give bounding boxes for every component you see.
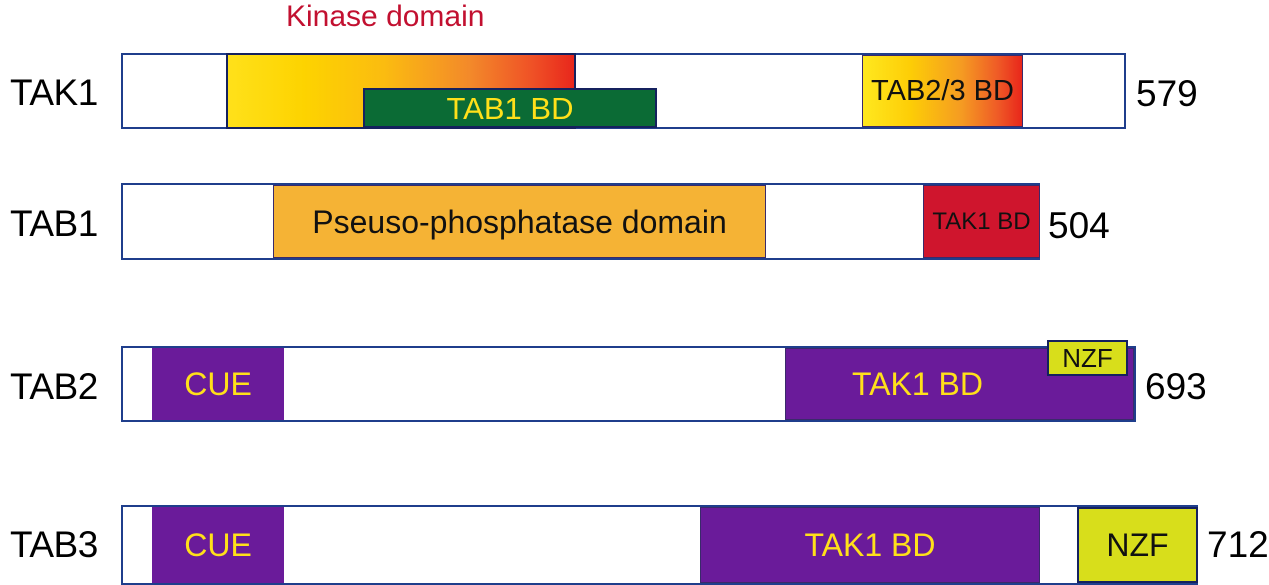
domain-tak1-tab23bd: TAB2/3 BD [862,55,1023,127]
domain-tab3-nzf: NZF [1077,507,1198,583]
protein-length-tab3: 712 [1207,524,1269,565]
domain-label-tab1-pseudophosphatase: Pseuso-phosphatase domain [312,203,727,240]
domain-label-tab3-nzf: NZF [1106,527,1169,563]
protein-length-tab1: 504 [1048,205,1110,246]
protein-length-tab2: 693 [1145,366,1207,407]
domain-tak1-tab1bd: TAB1 BD [363,88,657,128]
protein-label-tak1: TAK1 [10,72,98,113]
domain-tab2-nzf: NZF [1047,340,1128,376]
domain-label-tab2-cue: CUE [184,366,252,402]
domain-label-tab1-tak1bd: TAK1 BD [932,207,1031,235]
domain-label-tab2-tak1bd: TAK1 BD [852,366,983,402]
domain-label-tak1-tab1bd: TAB1 BD [446,90,574,126]
domain-label-tak1-tab23bd: TAB2/3 BD [871,74,1014,107]
domain-tab2-cue: CUE [152,348,284,420]
domain-tab1-pseudophosphatase: Pseuso-phosphatase domain [273,185,766,258]
domain-tab3-cue: CUE [152,507,284,583]
domain-tab3-tak1bd: TAK1 BD [700,507,1040,583]
domain-label-tab3-tak1bd: TAK1 BD [804,527,936,563]
protein-label-tab3: TAB3 [10,524,98,565]
protein-length-tak1: 579 [1136,73,1198,114]
domain-tab1-tak1bd: TAK1 BD [923,185,1040,258]
domain-label-tab2-nzf: NZF [1062,343,1113,373]
domain-label-tab3-cue: CUE [184,527,252,563]
protein-label-tab1: TAB1 [10,203,98,244]
protein-label-tab2: TAB2 [10,366,98,407]
kinase-domain-annotation: Kinase domain [286,0,485,33]
